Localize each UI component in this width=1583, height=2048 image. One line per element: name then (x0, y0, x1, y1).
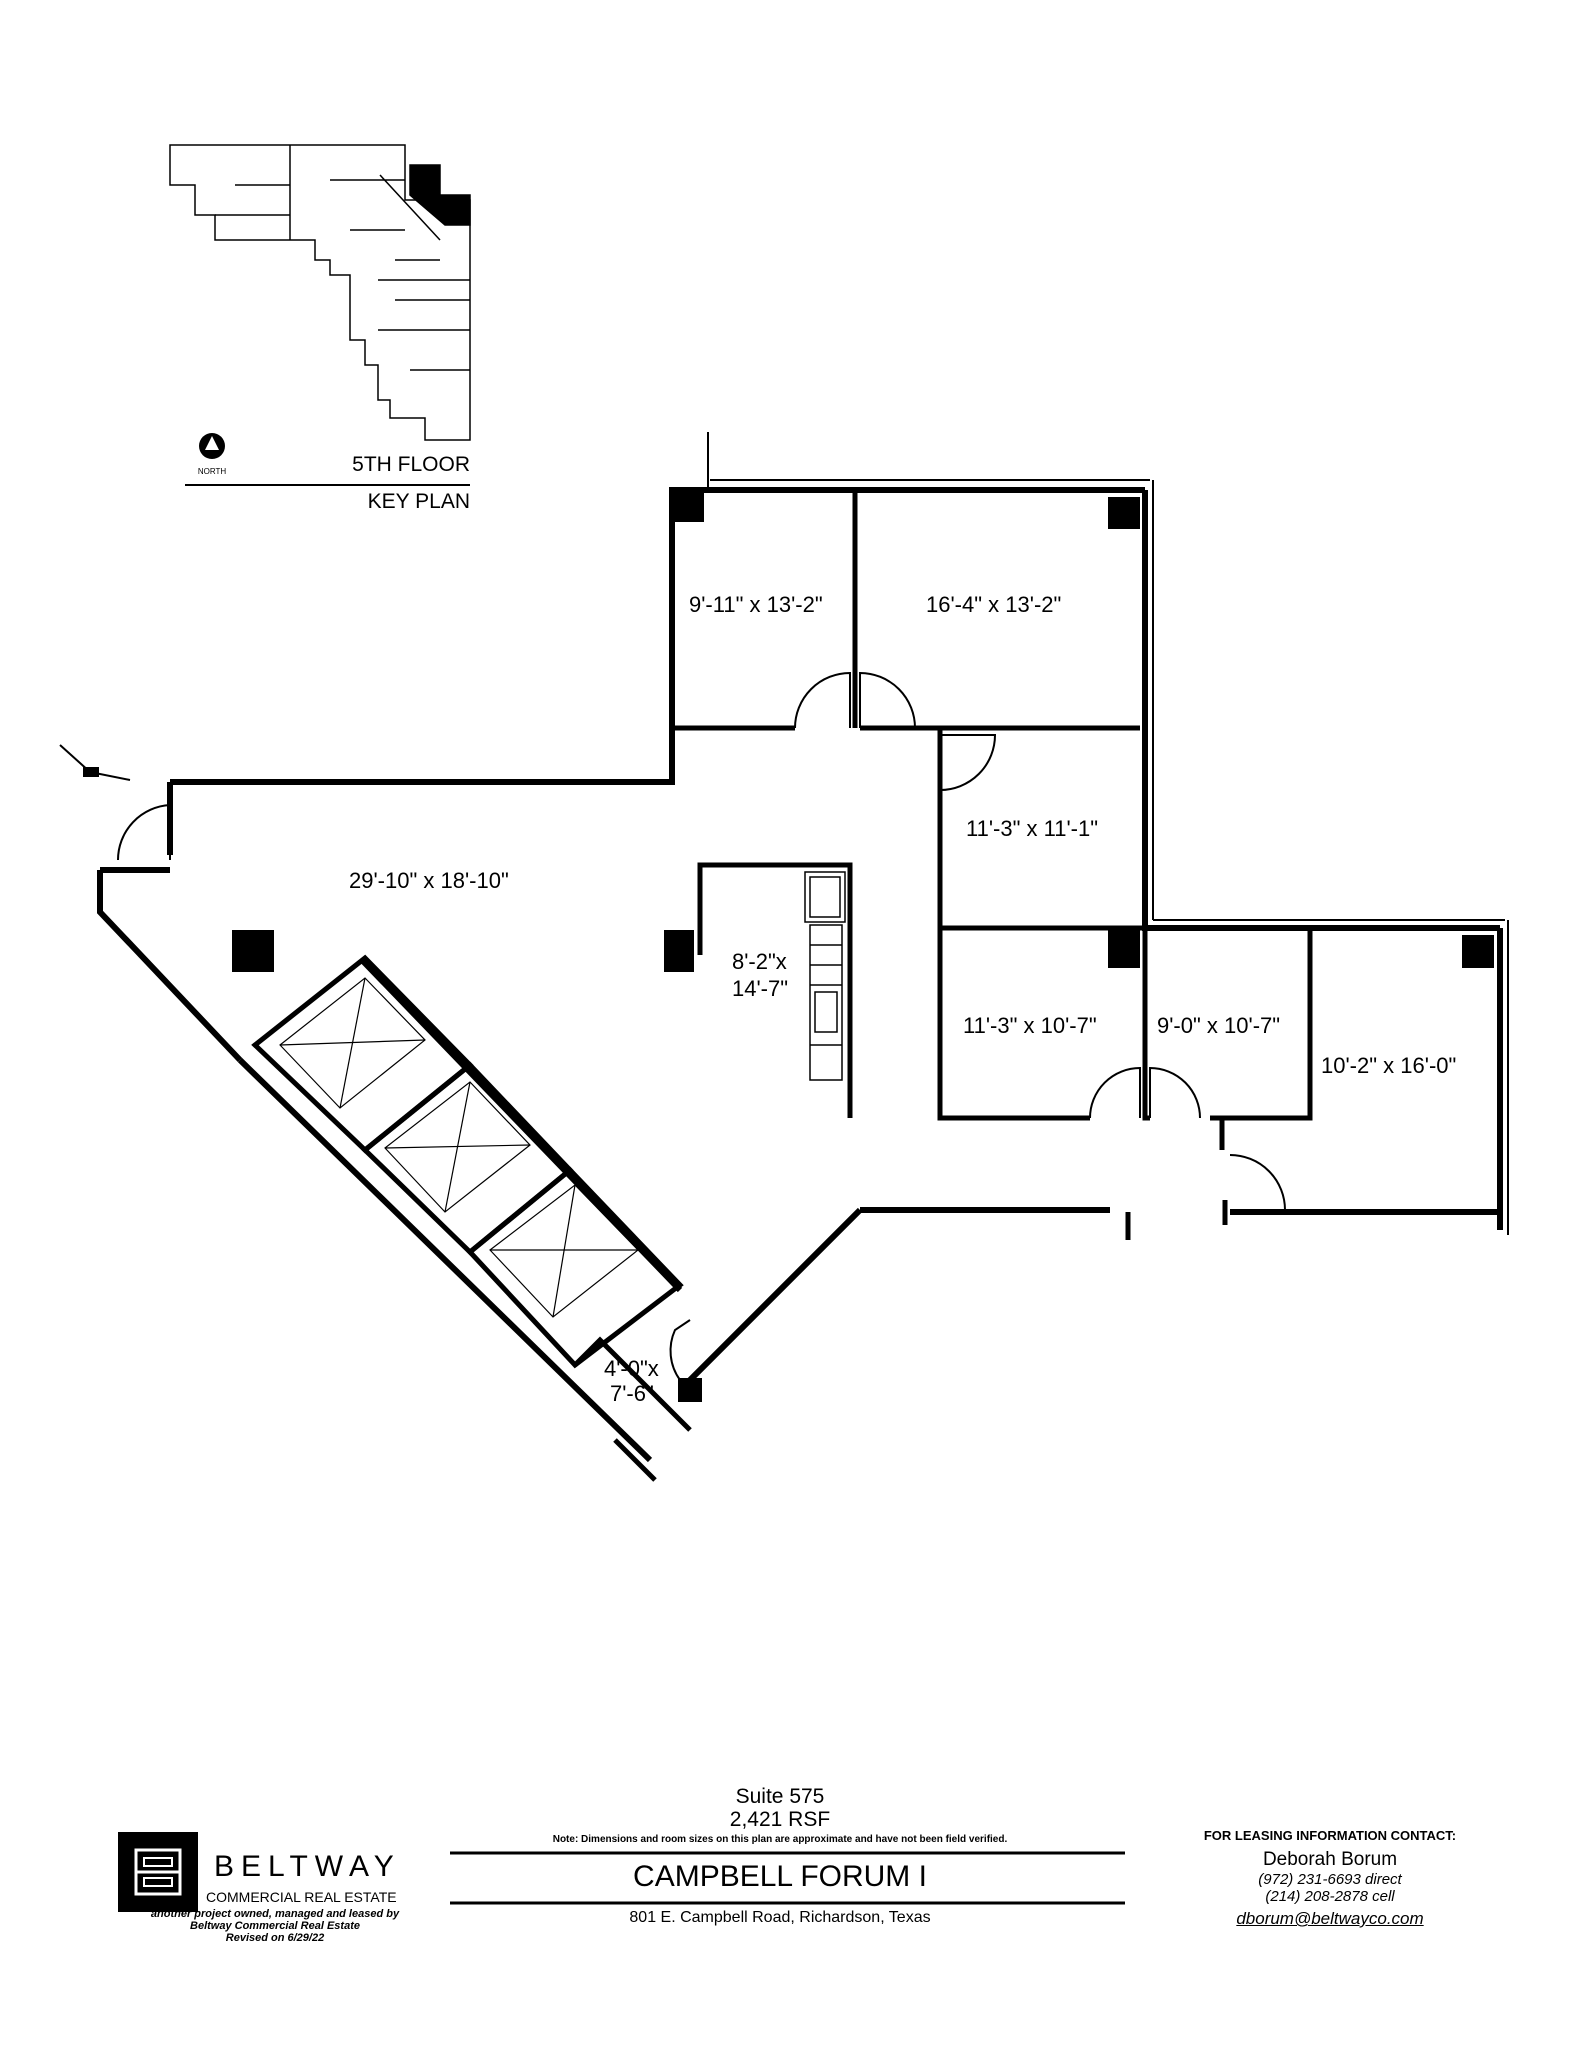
company-subtitle: COMMERCIAL REAL ESTATE (206, 1889, 397, 1905)
beltway-logo-icon (118, 1832, 198, 1912)
key-plan (169, 144, 471, 441)
dimension-note: Note: Dimensions and room sizes on this … (552, 1834, 1008, 1845)
leasing-heading: FOR LEASING INFORMATION CONTACT: (1203, 1828, 1457, 1843)
room-label-office-d: 11'-3" x 10'-7" (963, 1013, 1097, 1038)
entry-icon (59, 744, 131, 781)
building-address: 801 E. Campbell Road, Richardson, Texas (629, 1909, 931, 1926)
room-label-office-e: 9'-0" x 10'-7" (1157, 1013, 1280, 1038)
company-footnote-2: Beltway Commercial Real Estate (190, 1920, 360, 1932)
key-plan-title: KEY PLAN (368, 490, 470, 513)
elevator-cabs (279, 977, 639, 1318)
room-label-kitchen-2: 14'-7" (732, 976, 788, 1001)
columns (232, 490, 1494, 1402)
room-label-closet-2: 7'-6" (610, 1381, 654, 1406)
leasing-email-link[interactable]: dborum@beltwayco.com (1236, 1909, 1424, 1928)
room-label-main: 29'-10" x 18'-10" (349, 868, 509, 893)
north-label: NORTH (198, 467, 227, 476)
building-title: CAMPBELL FORUM I (633, 1860, 927, 1893)
room-label-kitchen-1: 8'-2"x (732, 949, 787, 974)
revision-date: Revised on 6/29/22 (225, 1932, 325, 1944)
leasing-phone-direct: (972) 231-6693 direct (1258, 1871, 1402, 1888)
room-label-office-b: 16'-4" x 13'-2" (926, 592, 1061, 617)
company-footnote-1: another project owned, managed and lease… (150, 1908, 400, 1920)
suite-name: Suite 575 (735, 1785, 825, 1808)
suite-area: 2,421 RSF (729, 1808, 831, 1831)
room-label-office-f: 10'-2" x 16'-0" (1321, 1053, 1456, 1078)
kitchen-counter (804, 871, 846, 1081)
company-name: BELTWAY (214, 1850, 401, 1883)
key-plan-highlight (409, 164, 471, 226)
footer-rules (450, 1851, 1125, 1905)
north-arrow-icon (199, 433, 225, 459)
closet-walls (573, 1336, 692, 1482)
room-label-office-c: 11'-3" x 11'-1" (966, 816, 1098, 841)
leasing-contact-name: Deborah Borum (1262, 1849, 1398, 1870)
doors (116, 671, 1287, 1381)
room-labels: 9'-11" x 13'-2" 16'-4" x 13'-2" 11'-3" x… (349, 592, 1456, 1406)
room-label-office-a: 9'-11" x 13'-2" (689, 592, 823, 617)
window-walls (707, 432, 1509, 1235)
outer-walls (97, 487, 1503, 1463)
leasing-phone-cell: (214) 208-2878 cell (1265, 1888, 1395, 1905)
room-label-closet-1: 4'-0"x (604, 1356, 659, 1381)
key-plan-floor-label: 5TH FLOOR (352, 453, 470, 476)
elevators (251, 954, 684, 1369)
